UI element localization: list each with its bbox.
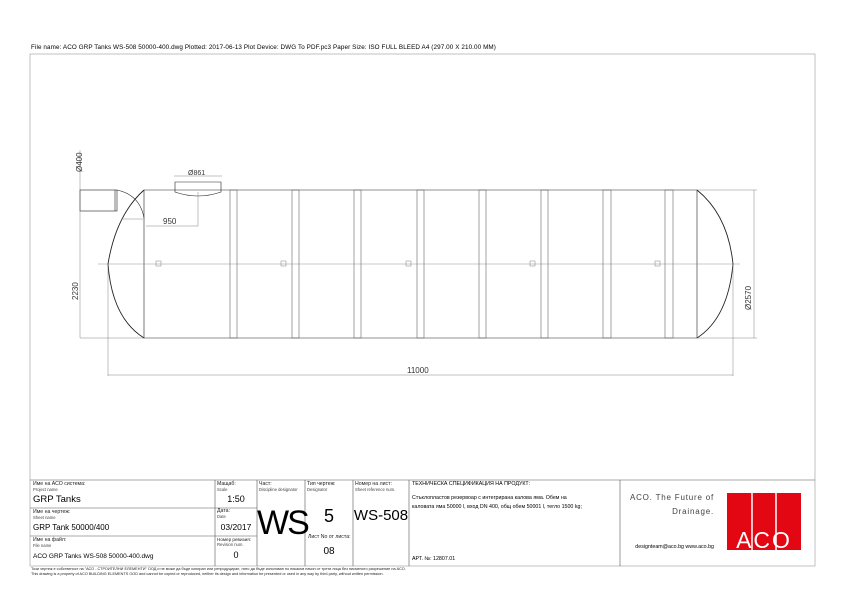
tank-elevation (79, 181, 740, 339)
designator-value: 5 (323, 506, 334, 526)
slogan-line-2: Drainage. (672, 507, 714, 516)
sheet-label-en: Sheet name (33, 515, 56, 520)
dim-height-label: 2230 (71, 282, 80, 300)
copyright-bg: Този чертеж е собственост на "АСО - СТРО… (31, 567, 406, 571)
inlet-pipe (79, 189, 145, 220)
file-label: Име на файл: (33, 537, 67, 543)
title-block-grid (30, 479, 815, 566)
manhole (174, 181, 222, 197)
discipline-label-en: Discipline designator (259, 487, 298, 492)
dim-manhole-label: Ø861 (188, 170, 205, 177)
scale-label-en: Scale (217, 487, 228, 492)
project-label: Име на АСО система: (33, 481, 86, 487)
sheet-no-label: Лист No от листа: (308, 534, 351, 540)
contact-info: designteam@aco.bg www.aco.bg (635, 544, 714, 550)
file-label-en: File name (33, 543, 52, 548)
dim-offset-label: 950 (163, 217, 177, 226)
dim-length-label: 11000 (407, 366, 429, 375)
revision-label-en: Revision num. (217, 542, 244, 547)
date-label: Дата: (217, 508, 230, 514)
project-value: GRP Tanks (33, 494, 81, 505)
svg-text:ACO: ACO (736, 527, 792, 553)
aco-logo: ACO (727, 493, 801, 553)
center-marks (155, 260, 661, 267)
date-value: 03/2017 (220, 522, 252, 532)
sheet-ref-value: WS-508 (353, 507, 409, 524)
dim-diameter-label: Ø2570 (744, 285, 753, 310)
drawing-frame (29, 53, 816, 567)
copyright-en: This drawing is a property of ACO BUILDI… (31, 572, 384, 576)
dim-inlet-label: Ø400 (75, 152, 84, 172)
designator-label: Тип чертеж: (307, 481, 336, 487)
spec-line-1: Стъклопластов резервоар с интегрирана ка… (412, 495, 567, 501)
sheet-label: Име на чертеж: (33, 509, 71, 515)
revision-value: 0 (233, 550, 239, 560)
date-label-en: Date (217, 514, 226, 519)
spec-line-2: каловата яма 50000 l, вход DN 400, общ о… (412, 504, 582, 510)
sheet-value: GRP Tank 50000/400 (33, 523, 110, 532)
sheet-no-value: 08 (323, 546, 335, 557)
spec-title: ТЕХНИЧЕСКА СПЕЦИФИКАЦИЯ НА ПРОДУКТ: (412, 481, 531, 487)
sheet-ref-label-en: Sheet reference num. (355, 487, 396, 492)
discipline-label: Част: (259, 481, 272, 487)
art-number: АРТ. №: 12807.01 (412, 556, 456, 562)
designator-label-en: Designator (307, 487, 328, 492)
sheet-ref-label: Номер на лист: (355, 481, 392, 487)
revision-label: Номер ревизия: (217, 537, 251, 542)
scale-label: Мащаб: (217, 481, 236, 487)
scale-value: 1:50 (227, 494, 245, 504)
dimension-lines (79, 150, 757, 376)
file-value: ACO GRP Tanks WS-508 50000-400.dwg (33, 553, 154, 560)
plot-header: File name: ACO GRP Tanks WS-508 50000-40… (31, 44, 496, 51)
discipline-value: WS (257, 504, 310, 542)
slogan-line-1: ACO. The Future of (629, 493, 714, 502)
project-label-en: Project name (33, 487, 58, 492)
